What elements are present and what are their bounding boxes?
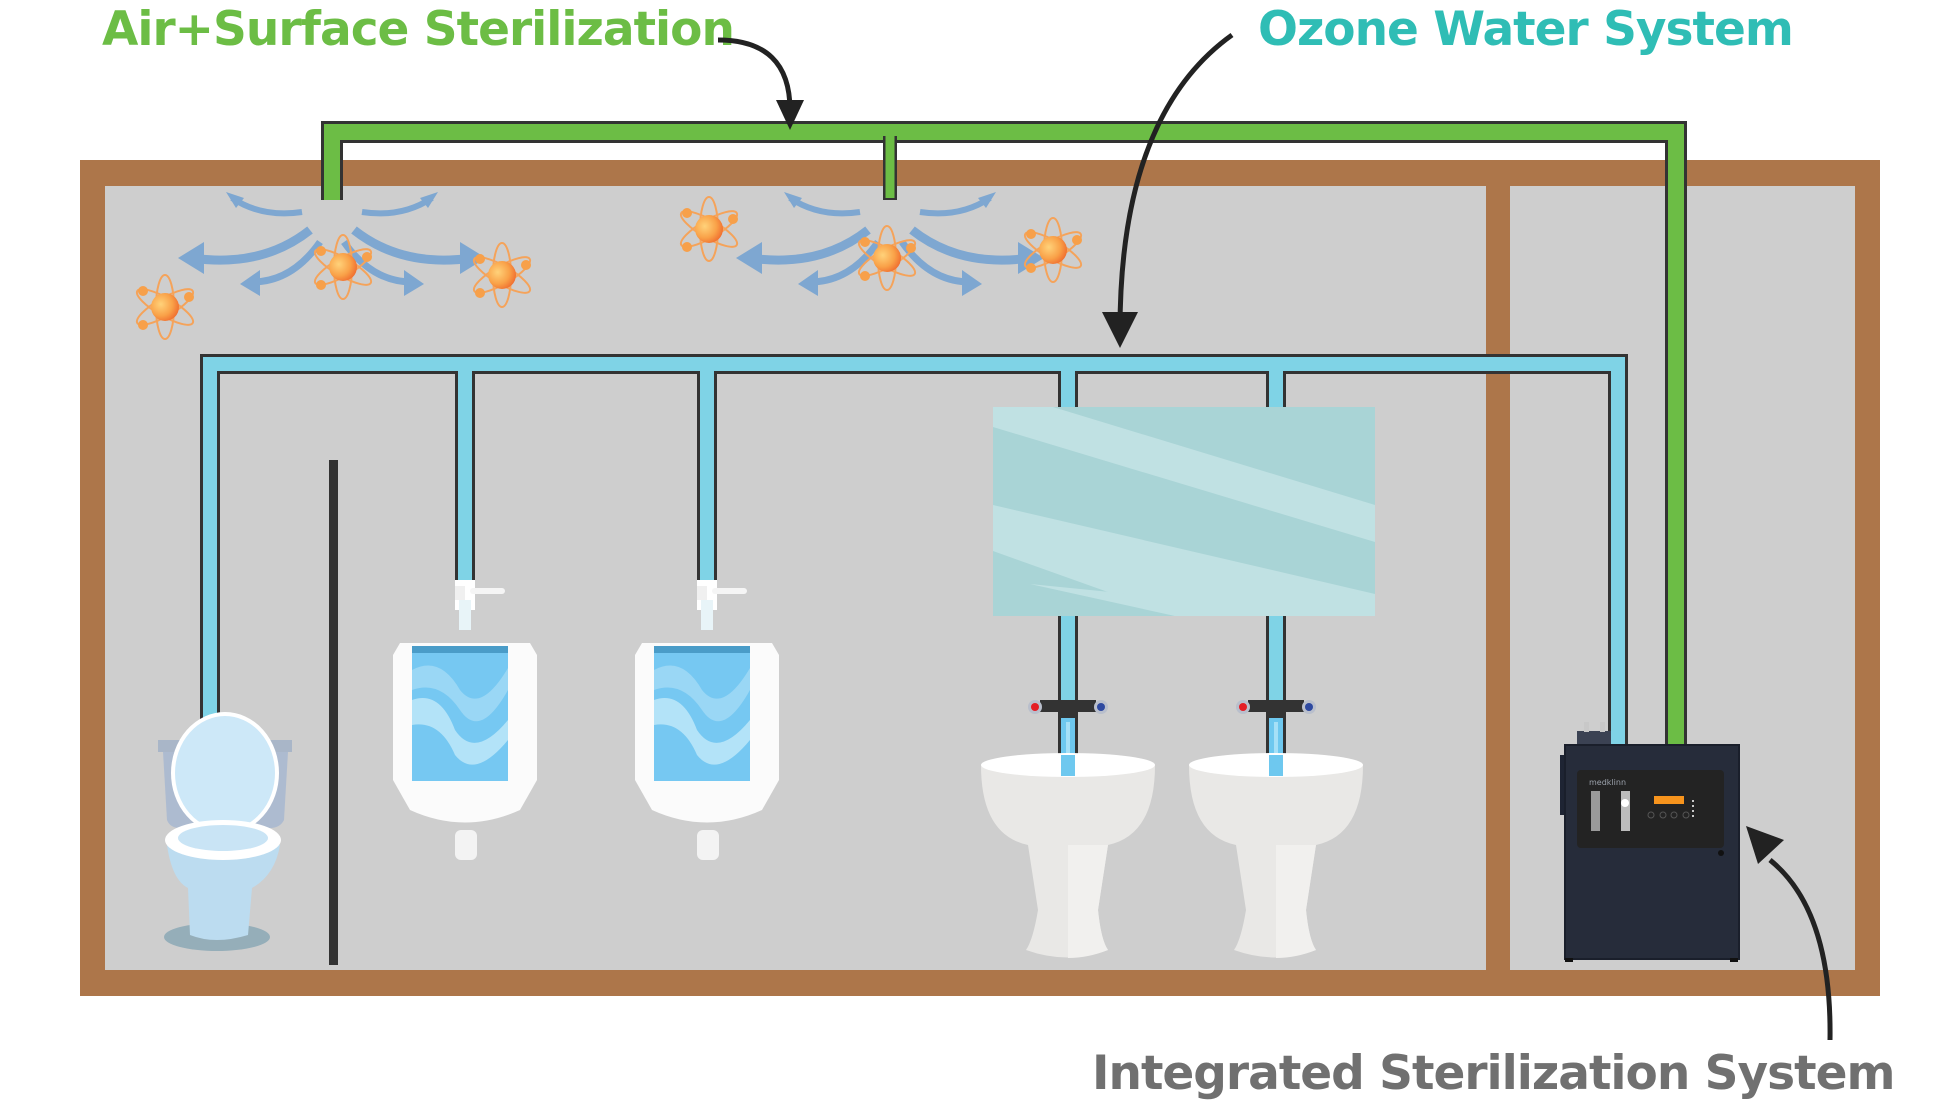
device-label-pointer-arrow [1746, 826, 1833, 1041]
toilet-icon [158, 712, 292, 951]
ozone-gauge [1621, 791, 1630, 831]
air-surface-sterilization-label: Air+Surface Sterilization [102, 2, 735, 57]
device-display [1654, 796, 1684, 804]
flowmeter-gauge [1591, 791, 1600, 831]
sink-icon [1189, 700, 1363, 958]
air-label-pointer-arrow [717, 37, 804, 130]
device-brand: medklinn [1589, 778, 1626, 787]
mirror [993, 407, 1375, 616]
urinal-icon [393, 580, 537, 860]
ozone-label-pointer-arrow [1102, 32, 1234, 348]
sink-icon [981, 700, 1155, 958]
integrated-sterilization-system-label: Integrated Sterilization System [1092, 1046, 1895, 1101]
air-sterilization-line [321, 121, 1687, 750]
ozone-water-system-label: Ozone Water System [1258, 2, 1794, 57]
device-control-panel [1577, 770, 1724, 848]
urinal-icon [635, 580, 779, 860]
integrated-sterilization-device: medklinn [1560, 722, 1740, 962]
stall-divider [329, 460, 338, 965]
